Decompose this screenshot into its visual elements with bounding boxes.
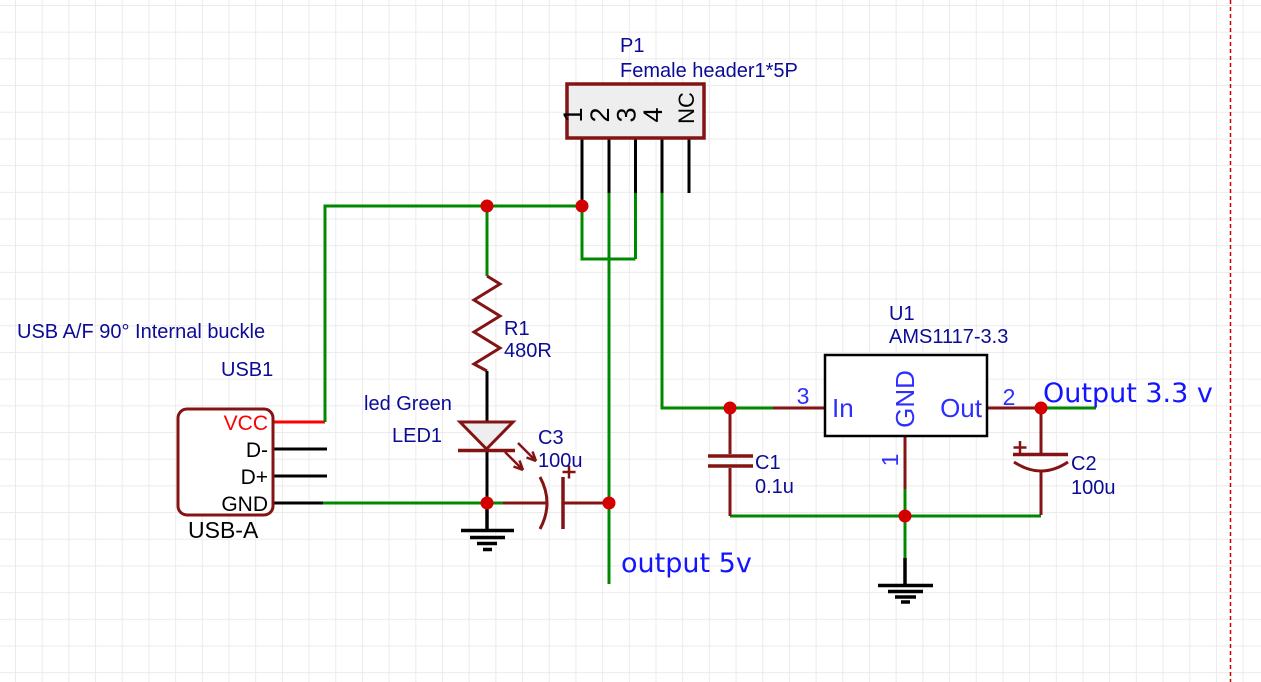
junction-dots bbox=[480, 199, 1048, 523]
p1-header[interactable]: 1 2 3 4 NC P1 Female header1*5P bbox=[558, 35, 798, 200]
junction-dot bbox=[898, 509, 912, 523]
p1-ref-label[interactable]: P1 bbox=[620, 35, 644, 57]
c2-plus-sign bbox=[1013, 441, 1027, 454]
c3-curved-plate[interactable] bbox=[538, 476, 549, 530]
net-label-output-5v[interactable]: output 5v bbox=[621, 548, 752, 579]
c1-ref-label[interactable]: C1 bbox=[755, 452, 781, 474]
usb1-body[interactable] bbox=[176, 407, 275, 517]
r1-ref-label[interactable]: R1 bbox=[504, 318, 530, 340]
p1-pin3-number: 3 bbox=[612, 107, 642, 122]
r1-resistor[interactable]: R1 480R bbox=[470, 274, 552, 373]
junction-dot bbox=[1034, 401, 1048, 415]
u1-regulator[interactable]: In Out GND 3 2 1 U1 AMS1117-3.3 bbox=[773, 303, 1041, 489]
c3-ref-label[interactable]: C3 bbox=[538, 427, 564, 449]
r1-zigzag[interactable] bbox=[470, 274, 503, 373]
ground-symbol-u1[interactable] bbox=[878, 558, 933, 604]
u1-pin-in-name: In bbox=[832, 393, 854, 423]
ground-2-glyph[interactable] bbox=[878, 558, 933, 604]
usb1-pin-gnd-label: GND bbox=[221, 493, 268, 516]
ground-symbol-led[interactable] bbox=[461, 503, 514, 552]
led1-ref-label[interactable]: LED1 bbox=[392, 425, 442, 447]
c2-capacitor[interactable]: C2 100u bbox=[1013, 408, 1116, 515]
junction-dot bbox=[602, 496, 616, 510]
u1-pin-out-number: 2 bbox=[1003, 384, 1016, 410]
usb1-package-label[interactable]: USB-A bbox=[188, 517, 259, 543]
wires bbox=[273, 193, 1096, 584]
wire-pin1-to-pin3[interactable] bbox=[580, 206, 636, 261]
p1-pin-nc-number: NC bbox=[674, 92, 699, 124]
usb1-pin-dminus-label: D- bbox=[246, 439, 268, 462]
p1-body[interactable] bbox=[565, 82, 706, 140]
led-arrow-2 bbox=[517, 442, 538, 463]
junction-dot bbox=[480, 496, 494, 510]
c2-ref-label[interactable]: C2 bbox=[1071, 453, 1097, 475]
c1-value-label[interactable]: 0.1u bbox=[755, 476, 794, 498]
led-arrow-1 bbox=[504, 451, 525, 472]
c3-capacitor[interactable]: C3 100u bbox=[503, 427, 609, 530]
u1-pin-in-number: 3 bbox=[797, 383, 810, 409]
usb1-ref-label[interactable]: USB1 bbox=[221, 359, 273, 381]
junction-dot bbox=[480, 199, 494, 213]
usb1-pin-vcc-label: VCC bbox=[224, 412, 268, 435]
wire-vcc-to-pin1[interactable] bbox=[323, 204, 582, 422]
led1-emission-arrows bbox=[504, 442, 538, 472]
led1-triangle[interactable] bbox=[456, 420, 517, 452]
ground-1-glyph[interactable] bbox=[461, 503, 514, 552]
u1-body[interactable] bbox=[823, 353, 989, 438]
c2-value-label[interactable]: 100u bbox=[1071, 477, 1116, 499]
u1-ref-label[interactable]: U1 bbox=[889, 303, 915, 325]
u1-value-label[interactable]: AMS1117-3.3 bbox=[889, 326, 1008, 348]
u1-pin-out-name: Out bbox=[940, 393, 983, 423]
usb1-note-label[interactable]: USB A/F 90° Internal buckle bbox=[17, 321, 265, 343]
r1-value-label[interactable]: 480R bbox=[504, 340, 552, 362]
junction-dot bbox=[575, 199, 589, 213]
p1-pin2-number: 2 bbox=[585, 107, 615, 122]
junction-dot bbox=[723, 401, 737, 415]
usb1-pin-dplus-label: D+ bbox=[241, 466, 268, 489]
net-label-output-3v3[interactable]: Output 3.3 v bbox=[1043, 378, 1213, 409]
led1-diode[interactable]: led Green LED1 bbox=[364, 371, 538, 503]
c3-value-label[interactable]: 100u bbox=[538, 450, 583, 472]
p1-value-label[interactable]: Female header1*5P bbox=[620, 60, 798, 82]
u1-pin-gnd-number: 1 bbox=[877, 454, 903, 467]
led1-note-label[interactable]: led Green bbox=[364, 393, 452, 415]
c1-capacitor[interactable]: C1 0.1u bbox=[708, 408, 794, 516]
p1-pin1-number: 1 bbox=[558, 107, 588, 122]
usb1-connector[interactable]: VCC D- D+ GND USB A/F 90° Internal buckl… bbox=[17, 321, 327, 543]
c2-curved-plate[interactable] bbox=[1013, 460, 1069, 473]
wire-pin4-to-u1-in[interactable] bbox=[660, 193, 773, 410]
p1-pin4-number: 4 bbox=[638, 107, 668, 122]
u1-pin-gnd-name: GND bbox=[890, 370, 920, 428]
c3-plus-sign bbox=[562, 465, 576, 479]
